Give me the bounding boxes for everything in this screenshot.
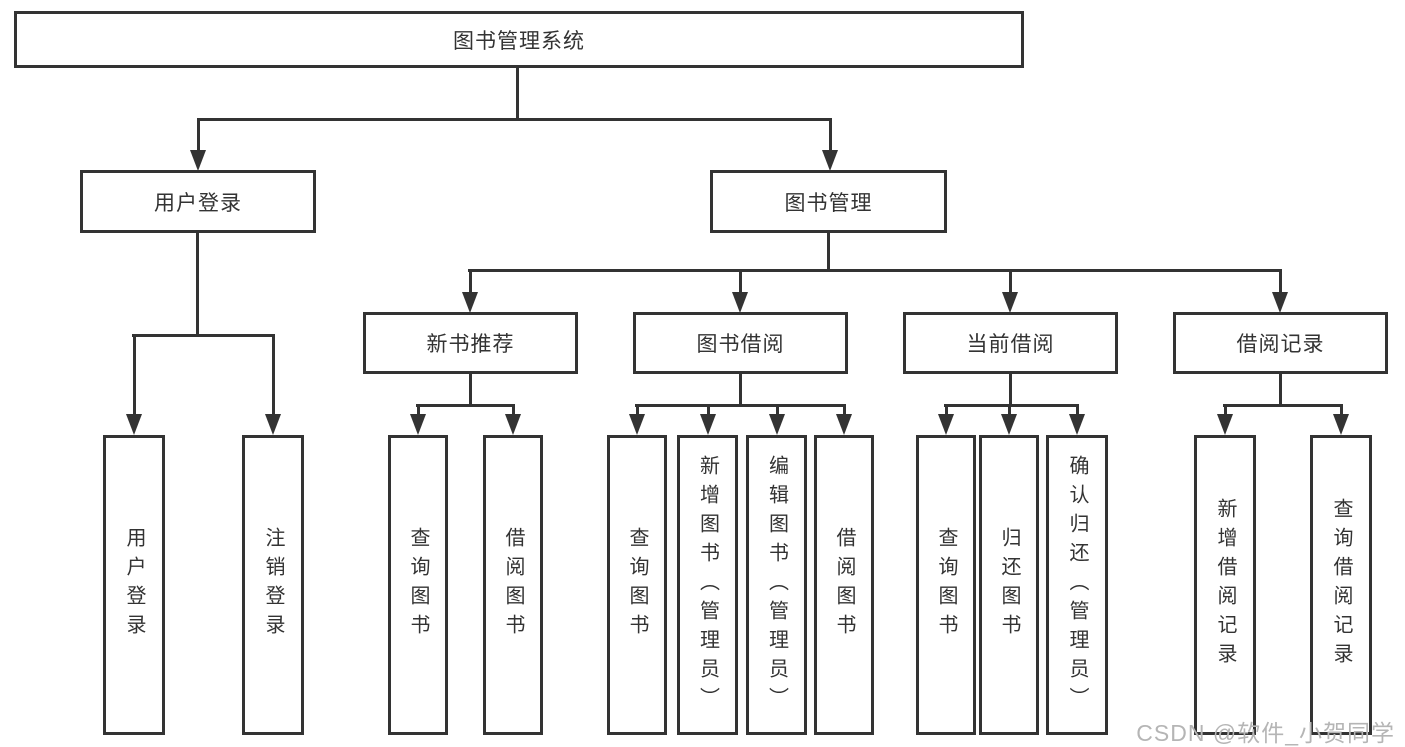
- node-current-borrowing: 当前借阅: [903, 312, 1118, 374]
- arrowhead-down: [938, 414, 954, 435]
- connector-line: [1224, 404, 1227, 419]
- arrowhead-down: [265, 414, 281, 435]
- leaf-user-login: 用户登录: [103, 435, 165, 735]
- connector-line: [416, 404, 515, 407]
- connector-line: [707, 404, 710, 419]
- node-label: 用户登录: [123, 527, 145, 643]
- node-label: 新增图书（管理员）: [696, 454, 719, 716]
- connector-line: [1279, 373, 1282, 407]
- arrowhead-down: [1217, 414, 1233, 435]
- leaf-cb-confirm-return-admin: 确认归还（管理员）: [1046, 435, 1108, 735]
- arrowhead-down: [410, 414, 426, 435]
- arrowhead-down: [1002, 292, 1018, 313]
- node-label: 注销登录: [262, 527, 284, 643]
- connector-line: [196, 231, 199, 337]
- arrowhead-down: [1001, 414, 1017, 435]
- arrowhead-down: [1272, 292, 1288, 313]
- leaf-bb-edit-books-admin: 编辑图书（管理员）: [746, 435, 807, 735]
- arrowhead-down: [505, 414, 521, 435]
- connector-line: [469, 269, 472, 295]
- arrowhead-down: [629, 414, 645, 435]
- leaf-logout-login: 注销登录: [242, 435, 304, 735]
- connector-line: [1076, 404, 1079, 419]
- leaf-nbr-borrow-books: 借阅图书: [483, 435, 543, 735]
- node-label: 查询图书: [935, 527, 957, 643]
- arrowhead-down: [1069, 414, 1085, 435]
- leaf-br-add-record: 新增借阅记录: [1194, 435, 1256, 735]
- watermark: CSDN @软件_小贺同学: [1136, 720, 1395, 746]
- leaf-nbr-query-books: 查询图书: [388, 435, 448, 735]
- node-label: 新书推荐: [426, 333, 515, 356]
- node-library-management-system: 图书管理系统: [14, 11, 1024, 68]
- connector-line: [636, 404, 639, 419]
- arrowhead-down: [769, 414, 785, 435]
- node-book-management: 图书管理: [710, 170, 947, 233]
- connector-line: [133, 334, 136, 419]
- node-label: 借阅图书: [833, 527, 855, 643]
- connector-line: [944, 404, 1079, 407]
- connector-line: [739, 269, 742, 295]
- connector-line: [1340, 404, 1343, 419]
- node-label: 图书借阅: [696, 333, 785, 356]
- connector-line: [469, 373, 472, 407]
- node-label: 借阅图书: [502, 527, 524, 643]
- node-book-borrowing: 图书借阅: [633, 312, 848, 374]
- connector-line: [843, 404, 846, 419]
- arrowhead-down: [732, 292, 748, 313]
- connector-line: [1008, 404, 1011, 419]
- connector-line: [635, 404, 846, 407]
- connector-line: [468, 269, 1282, 272]
- node-user-login: 用户登录: [80, 170, 316, 233]
- leaf-bb-borrow-books: 借阅图书: [814, 435, 874, 735]
- arrowhead-down: [822, 150, 838, 171]
- arrowhead-down: [836, 414, 852, 435]
- node-label: 用户登录: [154, 191, 242, 215]
- connector-line: [132, 334, 275, 337]
- node-label: 归还图书: [998, 527, 1020, 643]
- connector-line: [1223, 404, 1343, 407]
- node-borrowing-records: 借阅记录: [1173, 312, 1388, 374]
- connector-line: [776, 404, 779, 419]
- arrowhead-down: [1333, 414, 1349, 435]
- connector-line: [945, 404, 948, 419]
- node-label: 确认归还（管理员）: [1066, 454, 1088, 716]
- node-label: 编辑图书（管理员）: [765, 454, 788, 716]
- connector-line: [197, 118, 831, 121]
- node-label: 查询图书: [626, 527, 648, 643]
- node-new-book-recommendation: 新书推荐: [363, 312, 578, 374]
- connector-line: [512, 404, 515, 419]
- leaf-bb-add-books-admin: 新增图书（管理员）: [677, 435, 738, 735]
- connector-line: [829, 118, 832, 154]
- connector-line: [417, 404, 420, 419]
- leaf-bb-query-books: 查询图书: [607, 435, 667, 735]
- connector-line: [516, 66, 519, 120]
- node-label: 图书管理: [784, 191, 873, 215]
- leaf-br-query-record: 查询借阅记录: [1310, 435, 1372, 735]
- connector-line: [197, 118, 200, 154]
- leaf-cb-return-books: 归还图书: [979, 435, 1039, 735]
- connector-line: [272, 334, 275, 419]
- arrowhead-down: [462, 292, 478, 313]
- arrowhead-down: [700, 414, 716, 435]
- leaf-cb-query-books: 查询图书: [916, 435, 976, 735]
- connector-line: [739, 373, 742, 407]
- connector-line: [1009, 269, 1012, 295]
- node-label: 借阅记录: [1236, 333, 1325, 356]
- node-label: 新增借阅记录: [1214, 498, 1236, 672]
- connector-line: [1279, 269, 1282, 295]
- node-label: 图书管理系统: [453, 29, 585, 53]
- arrowhead-down: [190, 150, 206, 171]
- connector-line: [1009, 373, 1012, 407]
- arrowhead-down: [126, 414, 142, 435]
- node-label: 查询图书: [407, 527, 429, 643]
- connector-line: [827, 231, 830, 272]
- node-label: 查询借阅记录: [1330, 498, 1352, 672]
- node-label: 当前借阅: [966, 333, 1055, 356]
